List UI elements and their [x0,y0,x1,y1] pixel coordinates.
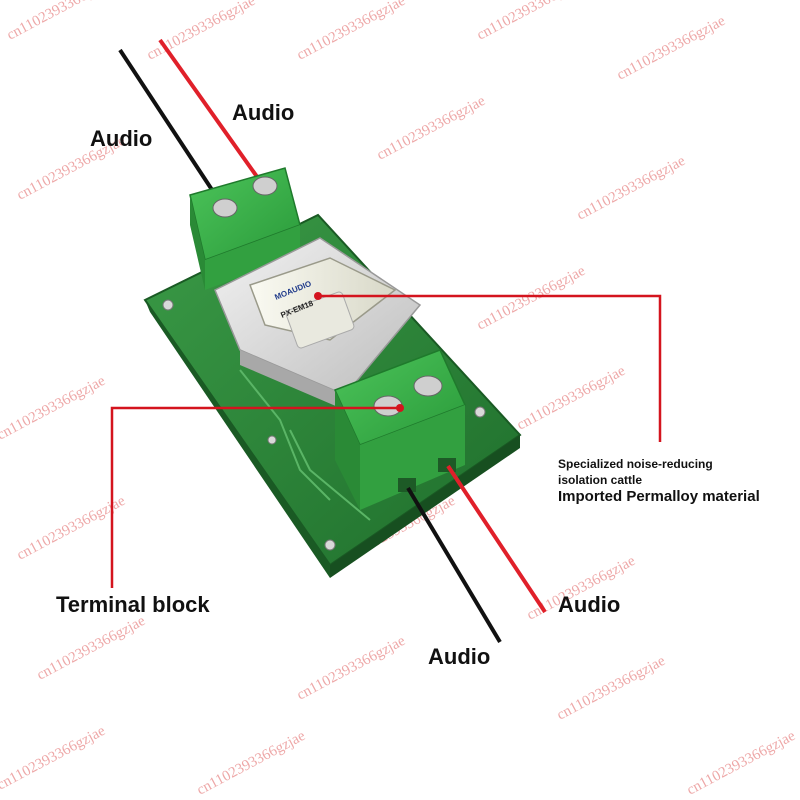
callout-dot [396,404,404,412]
red-input-wire [158,38,267,190]
audio-input-label-right: Audio [232,100,295,125]
red-output-wire [446,464,547,614]
watermark-text: cn1102393366gzjae [474,263,588,334]
transformer-coil [285,291,355,349]
terminal-side [190,195,205,290]
watermark-text: cn1102393366gzjae [294,633,408,704]
watermark-text: cn1102393366gzjae [0,373,108,444]
mounting-hole [162,299,174,311]
audio-output-label-bottom: Audio [428,644,491,669]
terminal-front [205,225,300,290]
watermark-text: cn1102393366gzjae [514,363,628,434]
terminal-side [335,390,360,510]
mounting-hole [267,435,277,445]
mounting-hole [324,539,336,551]
watermark-text: cn1102393366gzjae [684,728,798,799]
transformer-callout-line [318,294,662,442]
mounting-hole [474,406,486,418]
watermark-text: cn1102393366gzjae [474,0,588,44]
watermark-text: cn1102393366gzjae [0,723,108,794]
watermark-text: cn1102393366gzjae [4,0,118,44]
watermark-text: cn1102393366gzjae [194,728,308,799]
terminal-front [360,405,465,510]
wire-port [398,478,416,492]
pcb-trace [239,369,331,501]
screw-terminal [413,375,443,397]
audio-output-label-right: Audio [558,592,621,617]
pcb-edge [330,435,520,578]
spec-line-1: Specialized noise-reducing [558,457,713,471]
audio-input-label-left: Audio [90,126,153,151]
shield-side [240,350,345,410]
terminal-block-label: Terminal block [56,592,210,617]
black-input-wire [118,48,224,207]
watermark-text: cn1102393366gzjae [614,13,728,84]
pcb-trace [289,429,371,521]
black-output-wire [406,486,502,644]
spec-line-3: Imported Permalloy material [558,488,760,505]
watermark-text: cn1102393366gzjae [144,0,258,64]
watermark-text: cn1102393366gzjae [574,153,688,224]
screw-terminal [252,176,278,196]
watermark-text: cn1102393366gzjae [374,93,488,164]
screw-terminal [212,198,238,218]
watermark-text: cn1102393366gzjae [294,0,408,64]
wire-port [438,458,456,472]
spec-line-2: isolation cattle [558,473,643,487]
terminal-callout-line [110,406,400,588]
callout-dot [314,292,322,300]
pcb-edge [145,300,330,578]
watermark-text: cn1102393366gzjae [554,653,668,724]
watermark-text: cn1102393366gzjae [34,613,148,684]
